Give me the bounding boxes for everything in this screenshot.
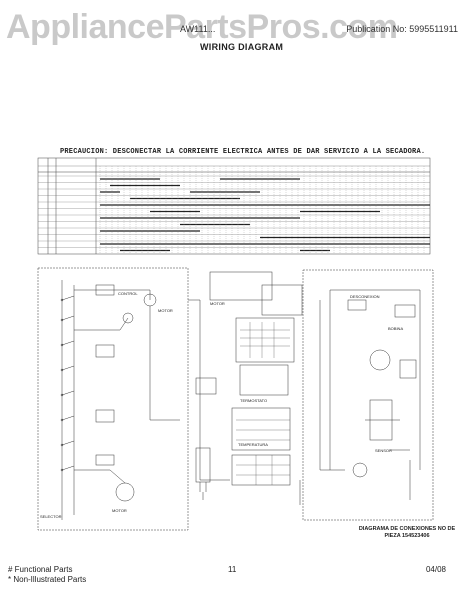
svg-text:SENSOR: SENSOR xyxy=(375,448,392,453)
timer-rows xyxy=(38,175,430,248)
svg-text:DESCONEXION: DESCONEXION xyxy=(350,294,380,299)
model-number: AW111... xyxy=(180,24,216,34)
schematic-caption: DIAGRAMA DE CONEXIONES NO DE PIEZA 15452… xyxy=(358,526,456,539)
svg-text:MOTOR: MOTOR xyxy=(112,508,127,513)
functional-parts-note: # Functional Parts xyxy=(8,565,73,574)
svg-text:MOTOR: MOTOR xyxy=(158,308,173,313)
svg-text:BOBINA: BOBINA xyxy=(388,326,403,331)
svg-text:TERMOSTATO: TERMOSTATO xyxy=(240,398,267,403)
page-number: 11 xyxy=(228,565,237,574)
schematic-labels: CONTROL MOTOR MOTOR TERMOSTATO TEMPERATU… xyxy=(40,291,403,519)
schematic xyxy=(37,267,434,531)
svg-text:CONTROL: CONTROL xyxy=(118,291,138,296)
publication-number: Publication No: 5995511911 xyxy=(346,24,458,34)
watermark: AppliancePartsPros.com xyxy=(6,8,398,46)
timer-bars xyxy=(100,178,430,252)
svg-text:SELECTOR: SELECTOR xyxy=(40,514,62,519)
footer-legend: # Functional Parts * Non-Illustrated Par… xyxy=(8,565,86,585)
timer-chart xyxy=(37,157,431,255)
caution-text: PRECAUCION: DESCONECTAR LA CORRIENTE ELE… xyxy=(60,148,426,156)
page-title: WIRING DIAGRAM xyxy=(200,42,284,52)
footer-date: 04/08 xyxy=(425,565,446,574)
svg-text:TEMPERATURA: TEMPERATURA xyxy=(238,442,268,447)
svg-text:MOTOR: MOTOR xyxy=(210,301,225,306)
non-illustrated-note: * Non-Illustrated Parts xyxy=(8,575,87,584)
timer-cols xyxy=(99,166,425,254)
